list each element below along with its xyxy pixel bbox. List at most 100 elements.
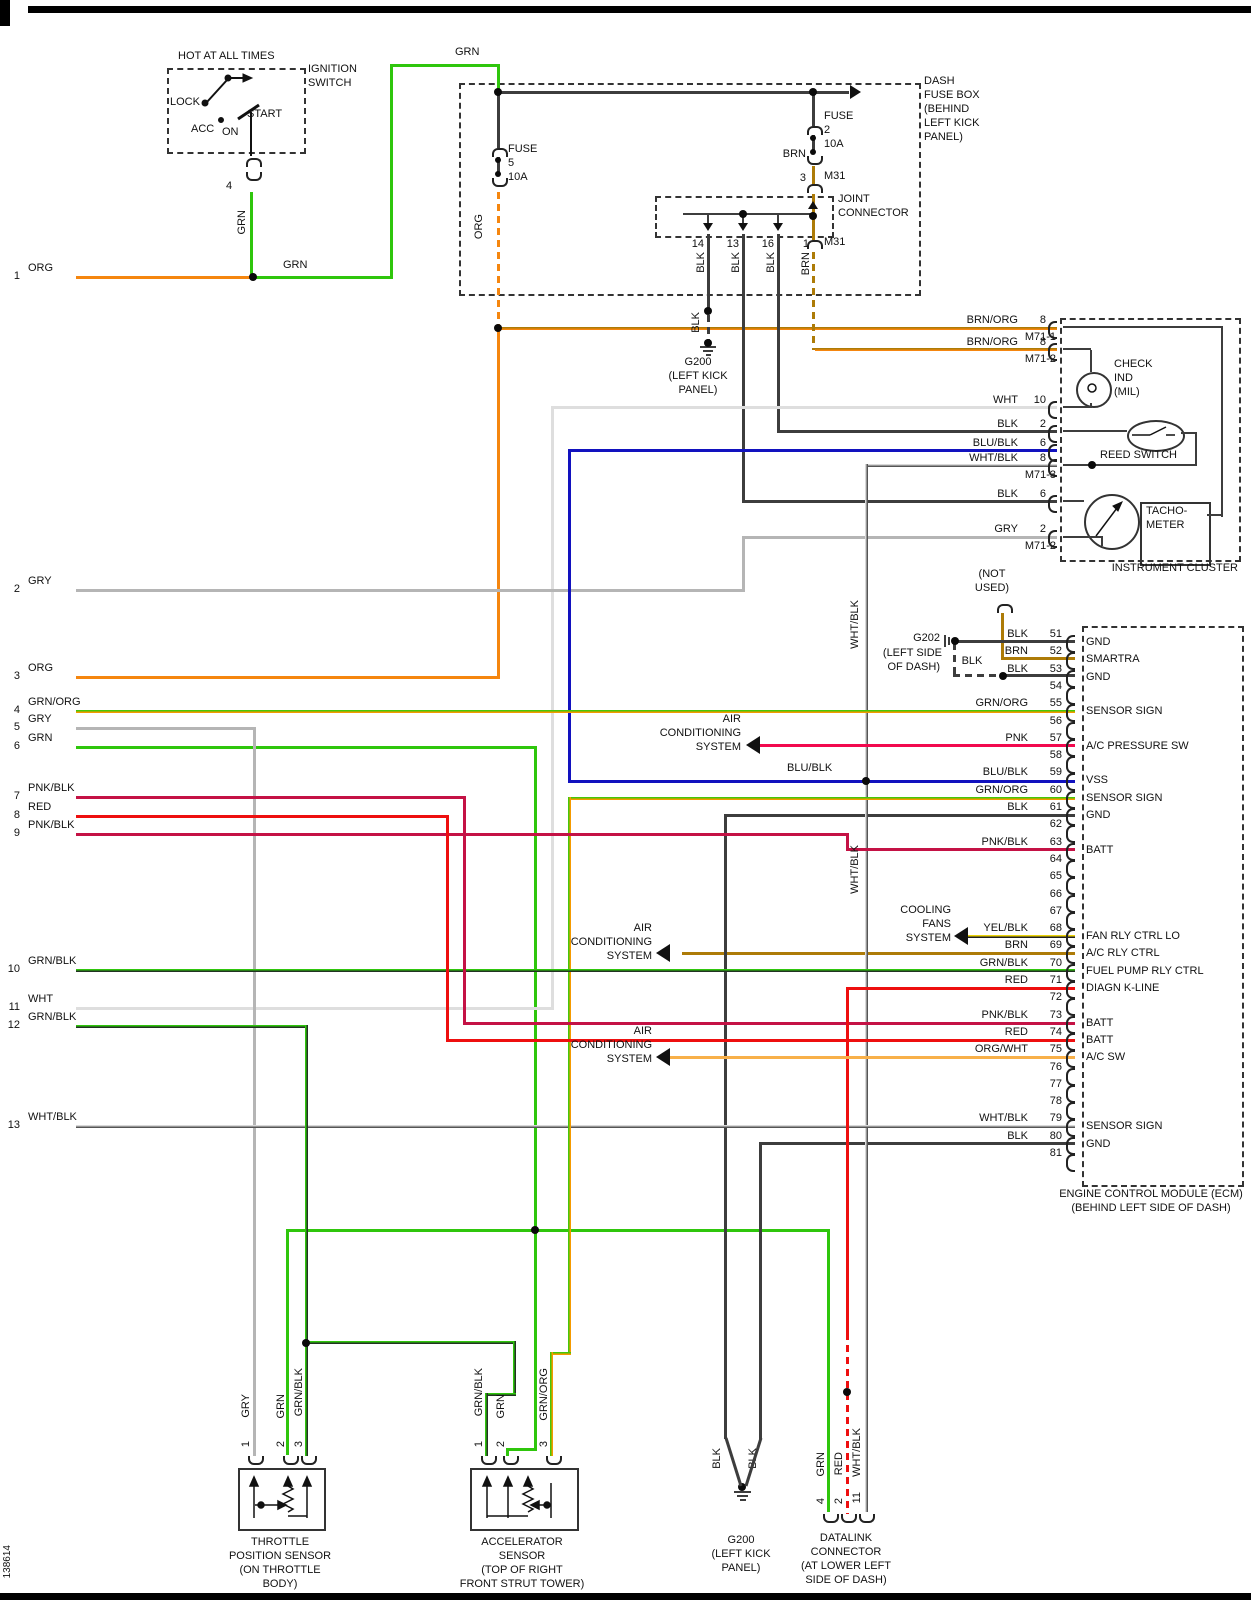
diagram-label: HOT AT ALL TIMES (178, 50, 275, 62)
wire-segment (253, 727, 256, 1456)
junction-dot (302, 1339, 310, 1347)
ecm-pin-wire-label: RED (1004, 974, 1028, 986)
diagram-label: COOLING (900, 904, 951, 916)
diagram-label: 10A (824, 138, 844, 150)
diagram-label: CHECK (1114, 358, 1153, 370)
ecm-pin-function-label: GND (1086, 809, 1111, 821)
wire-segment (497, 91, 849, 94)
wire-segment (497, 327, 500, 678)
wire-segment (968, 935, 1075, 938)
ecm-pin-function-label: BATT (1086, 844, 1114, 856)
ecm-pin-number: 62 (1049, 818, 1062, 830)
wire-segment (742, 500, 1057, 503)
wire-segment (707, 215, 709, 227)
connector-cup (841, 1514, 857, 1523)
ecm-pin-arc (1066, 1154, 1075, 1172)
ecm-pin-wire-label: WHT/BLK (979, 1112, 1028, 1124)
ecm-pin-arc (1066, 825, 1075, 843)
junction-dot (495, 157, 501, 163)
junction-dot (999, 672, 1007, 680)
wire-segment (534, 1232, 537, 1451)
connector-cup (246, 172, 262, 181)
wire-segment (1090, 350, 1092, 372)
diagram-label: BLU/BLK (787, 762, 833, 774)
ecm-pin-number: 53 (1049, 663, 1062, 675)
ecm-pin-function-label: BATT (1086, 1034, 1114, 1046)
ecm-pin-number: 66 (1049, 888, 1062, 900)
wire-color-label: ORG (28, 662, 54, 674)
connector-cup (823, 1514, 839, 1523)
wire-segment (1195, 432, 1197, 466)
cluster-pin-arc (1048, 321, 1057, 339)
diagram-label: POSITION SENSOR (228, 1550, 332, 1562)
ecm-pin-function-label: GND (1086, 671, 1111, 683)
wire-color-label: GRN/BLK (28, 1011, 77, 1023)
wire-segment (848, 848, 1075, 851)
ecm-pin-arc (1066, 877, 1075, 895)
ecm-pin-number: 73 (1049, 1009, 1062, 1021)
ecm-pin-number: 77 (1049, 1078, 1062, 1090)
diagram-label: ON (222, 126, 239, 138)
diagram-box (459, 83, 921, 296)
circuit-number: 5 (13, 721, 20, 733)
diagram-label: AIR (633, 922, 652, 934)
ecm-pin-wire-label: YEL/BLK (983, 922, 1028, 934)
ecm-pin-number: 58 (1049, 749, 1062, 761)
wire-segment (742, 538, 745, 592)
wire-segment (848, 987, 1075, 990)
ecm-pin-number: 54 (1049, 680, 1062, 692)
arrowhead-left-icon (656, 944, 670, 962)
connector-cup (997, 604, 1013, 613)
junction-dot (704, 307, 712, 315)
wire-color-label: ORG (28, 262, 54, 274)
junction-dot (494, 324, 502, 332)
wire-segment (390, 64, 499, 67)
wire-segment (742, 536, 1057, 539)
ecm-pin-number: 69 (1049, 939, 1062, 951)
circuit-number: 6 (13, 740, 20, 752)
connector-cup (807, 240, 823, 249)
ecm-pin-number: 80 (1049, 1130, 1062, 1142)
ecm-pin-wire-label: BRN (1004, 645, 1028, 657)
connector-cup (546, 1456, 562, 1465)
wire-segment (446, 1039, 1075, 1042)
diagram-label: BLK (961, 655, 983, 667)
wire-segment (777, 215, 779, 227)
connector-cup (246, 158, 262, 167)
wire-segment (287, 1229, 830, 1232)
cluster-pin-arc (1048, 401, 1057, 419)
circuit-number: 4 (13, 704, 20, 716)
wire-segment (568, 780, 1075, 783)
wire-segment (1181, 432, 1197, 434)
wire-segment (286, 1229, 289, 1455)
wire-segment (953, 643, 956, 674)
wire-segment (485, 1393, 488, 1456)
ecm-pin-function-label: A/C RLY CTRL (1086, 947, 1160, 959)
wire-segment (551, 406, 554, 1009)
connector-cup (301, 1456, 317, 1465)
wire-segment (812, 92, 815, 126)
cluster-pin-number: 6 (1039, 488, 1046, 500)
diagram-label: (AT LOWER LEFT (800, 1560, 892, 1572)
wire-segment (513, 1341, 516, 1396)
diagram-label: METER (1146, 519, 1185, 531)
wire-segment (1063, 430, 1127, 432)
wire-color-label: PNK/BLK (28, 782, 75, 794)
diagram-label: CONNECTOR (810, 1546, 882, 1558)
wire-segment (726, 814, 1075, 817)
ecm-pin-function-label: SENSOR SIGN (1086, 705, 1163, 717)
diagram-label: (BEHIND LEFT SIDE OF DASH) (1071, 1202, 1231, 1214)
wire-color-label: PNK/BLK (28, 819, 75, 831)
throttle-sensor-potentiometer-icon (248, 1475, 313, 1518)
diagram-label: CONDITIONING (570, 1039, 652, 1051)
diagram-box (1140, 502, 1211, 566)
wire-segment (1063, 326, 1223, 328)
cluster-pin-number: 2 (1039, 418, 1046, 430)
wire-segment (868, 464, 1057, 467)
ecm-pin-number: 60 (1049, 784, 1062, 796)
wire-color-label: GRN/BLK (28, 955, 77, 967)
wire-segment (568, 797, 571, 1355)
ecm-pin-function-label: A/C SW (1086, 1051, 1126, 1063)
wire-segment (76, 710, 1075, 713)
